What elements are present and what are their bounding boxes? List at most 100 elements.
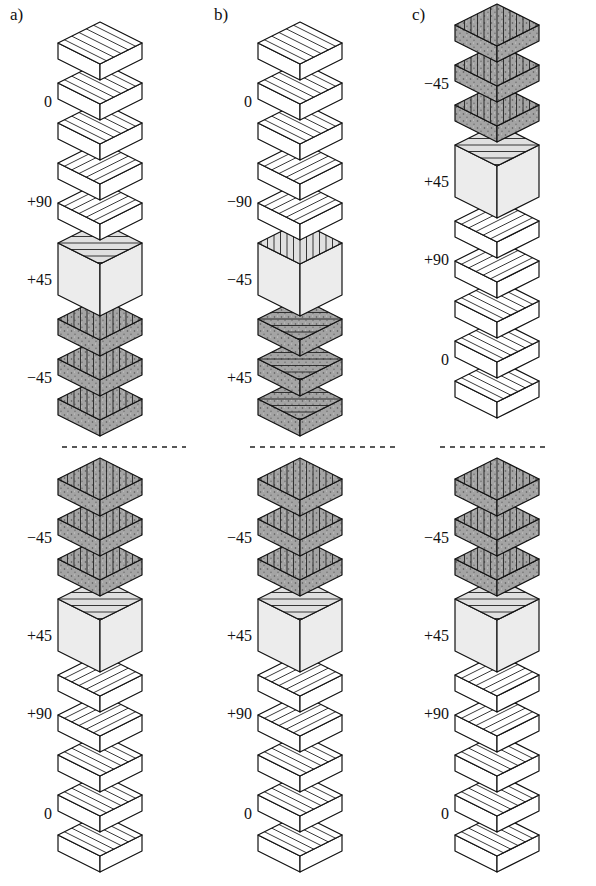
- fiber-line: [542, 0, 543, 135]
- fiber-line: [67, 449, 68, 589]
- fiber-line: [503, 409, 504, 549]
- fiber-lines: [432, 409, 562, 549]
- fiber-line: [326, 173, 327, 313]
- ply-angle-label: +90: [27, 706, 52, 722]
- fiber-line: [126, 489, 127, 629]
- fiber-line: [61, 489, 62, 629]
- fiber-line: [264, 696, 389, 759]
- fiber-line: [345, 489, 346, 629]
- fiber-line: [158, 449, 159, 589]
- fiber-line: [423, 827, 548, 886]
- fiber-line: [54, 289, 55, 429]
- fiber-line: [165, 289, 166, 429]
- fiber-line: [555, 489, 556, 629]
- fiber-line: [339, 173, 340, 313]
- fiber-line: [438, 489, 439, 629]
- fiber-line: [536, 35, 537, 175]
- fiber-line: [417, 839, 542, 886]
- fiber-line: [8, 150, 133, 213]
- fiber-line: [562, 449, 563, 589]
- fiber-line: [426, 781, 551, 844]
- fiber-line: [145, 329, 146, 469]
- fiber-line: [408, 402, 533, 465]
- fiber-line: [48, 409, 49, 549]
- ply-angle-label: +45: [227, 370, 252, 386]
- fiber-line: [235, 409, 236, 549]
- ply-outline: [258, 22, 342, 64]
- ply-angle-label: 0: [44, 94, 52, 110]
- fiber-line: [14, 770, 139, 833]
- fiber-line: [438, 409, 439, 549]
- fiber-line: [420, 299, 545, 362]
- fiber-line: [30, 599, 170, 600]
- fiber-line: [523, 409, 524, 549]
- fiber-line: [549, 409, 550, 549]
- fiber-line: [267, 489, 268, 629]
- ply-angle-label: +90: [424, 252, 449, 268]
- fiber-line: [30, 625, 170, 626]
- fiber-line: [30, 657, 170, 658]
- fiber-line: [20, 759, 145, 822]
- fiber-line: [54, 249, 55, 389]
- fiber-line: [230, 599, 370, 600]
- fiber-line: [220, 47, 345, 110]
- fiber-line: [214, 850, 339, 886]
- fiber-line: [549, 0, 550, 135]
- fiber-line: [484, 409, 485, 549]
- fiber-line: [208, 70, 333, 133]
- fiber-line: [427, 164, 567, 165]
- ply-angle-label: +90: [424, 706, 449, 722]
- fiber-line: [461, 696, 586, 759]
- fiber-line: [52, 0, 177, 45]
- fiber-line: [226, 787, 351, 850]
- fiber-line: [29, 29, 154, 92]
- fiber-line: [471, 35, 472, 175]
- fiber-line: [48, 249, 49, 389]
- fiber-line: [132, 489, 133, 629]
- fiber-line: [267, 409, 268, 549]
- fiber-line: [64, 736, 189, 799]
- fiber-line: [405, 782, 530, 845]
- fiber-line: [11, 816, 136, 879]
- fiber-line: [414, 350, 539, 413]
- fiber-line: [452, 679, 577, 742]
- fiber-line: [246, 661, 371, 724]
- fiber-line: [427, 664, 567, 665]
- fiber-lines: [8, 0, 191, 132]
- fiber-line: [61, 690, 186, 753]
- ply-angle-label: +45: [27, 272, 52, 288]
- fiber-line: [132, 449, 133, 589]
- fiber-line: [261, 173, 262, 313]
- fiber-line: [339, 449, 340, 589]
- fiber-line: [17, 132, 142, 195]
- fiber-line: [417, 385, 542, 448]
- fiber-line: [74, 449, 75, 589]
- fiber-line: [223, 121, 348, 184]
- fiber-line: [223, 81, 348, 144]
- fiber-line: [152, 289, 153, 429]
- fiber-line: [145, 409, 146, 549]
- ply-angle-label: −45: [424, 530, 449, 546]
- fiber-line: [29, 741, 154, 804]
- fiber-line: [8, 862, 133, 886]
- fiber-line: [252, 201, 377, 264]
- fiber-line: [230, 464, 370, 465]
- fiber-line: [211, 816, 336, 879]
- fiber-line: [420, 793, 545, 856]
- fiber-line: [417, 799, 542, 862]
- fiber-line: [48, 449, 49, 589]
- fiber-line: [220, 127, 345, 190]
- fiber-line: [365, 409, 366, 549]
- fiber-line: [14, 138, 139, 201]
- fiber-line: [139, 449, 140, 589]
- ply: [8, 0, 191, 132]
- fiber-line: [255, 0, 380, 39]
- fiber-line: [61, 409, 62, 549]
- ply-angle-label: −45: [227, 530, 252, 546]
- fiber-line: [158, 489, 159, 629]
- fiber-line: [258, 212, 383, 275]
- fiber-line: [8, 70, 133, 133]
- fiber-line: [427, 171, 567, 172]
- fiber-line: [549, 35, 550, 175]
- fiber-line: [58, 0, 183, 34]
